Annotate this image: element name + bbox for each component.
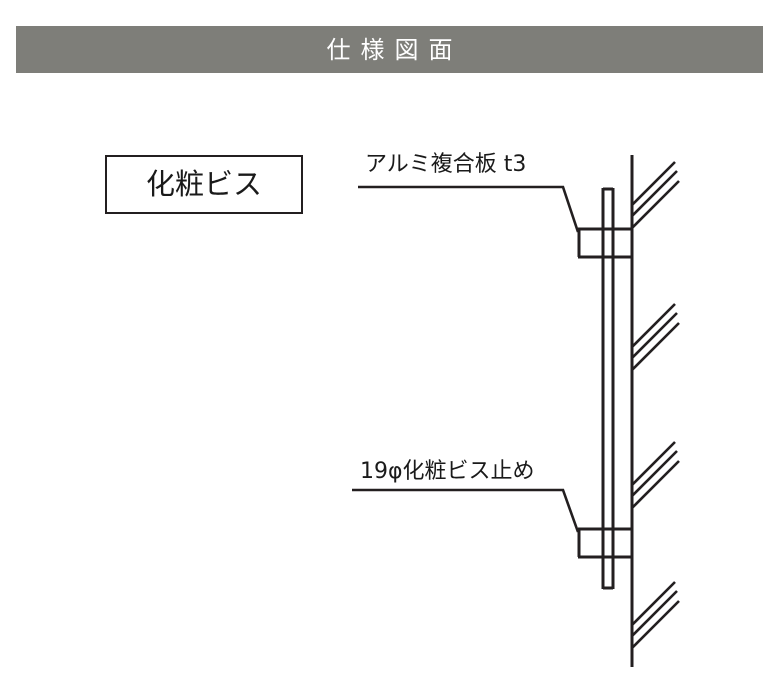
hatch-line: [631, 170, 678, 217]
hatch-line: [631, 590, 678, 637]
detail-name-box: 化粧ビス: [105, 155, 303, 214]
wall-hatch-group-4: [631, 581, 680, 649]
wall-hatch-group-1: [631, 161, 680, 229]
page-title: 仕様図面: [326, 35, 463, 64]
hatch-line: [631, 312, 678, 359]
leader-line-panel-callout: [358, 185, 580, 233]
annotation-panel-material: アルミ複合板 t3: [365, 152, 527, 177]
hatch-line: [631, 450, 678, 497]
hatch-line: [631, 600, 680, 649]
hatch-line: [631, 460, 680, 509]
wall-hatch-group-3: [631, 441, 680, 509]
hatch-line: [631, 441, 676, 486]
hatch-line: [631, 180, 680, 229]
hatch-line: [631, 161, 676, 206]
hatch-line: [631, 581, 676, 626]
hatch-line: [631, 322, 680, 371]
page-header-bar: 仕様図面: [16, 26, 763, 73]
wall-hatch-group-2: [631, 303, 680, 371]
hatch-line: [631, 303, 676, 348]
annotation-screw-fixing: 19φ化粧ビス止め: [360, 459, 535, 484]
detail-name-label: 化粧ビス: [145, 167, 262, 201]
leader-line-screw-callout: [352, 488, 580, 533]
